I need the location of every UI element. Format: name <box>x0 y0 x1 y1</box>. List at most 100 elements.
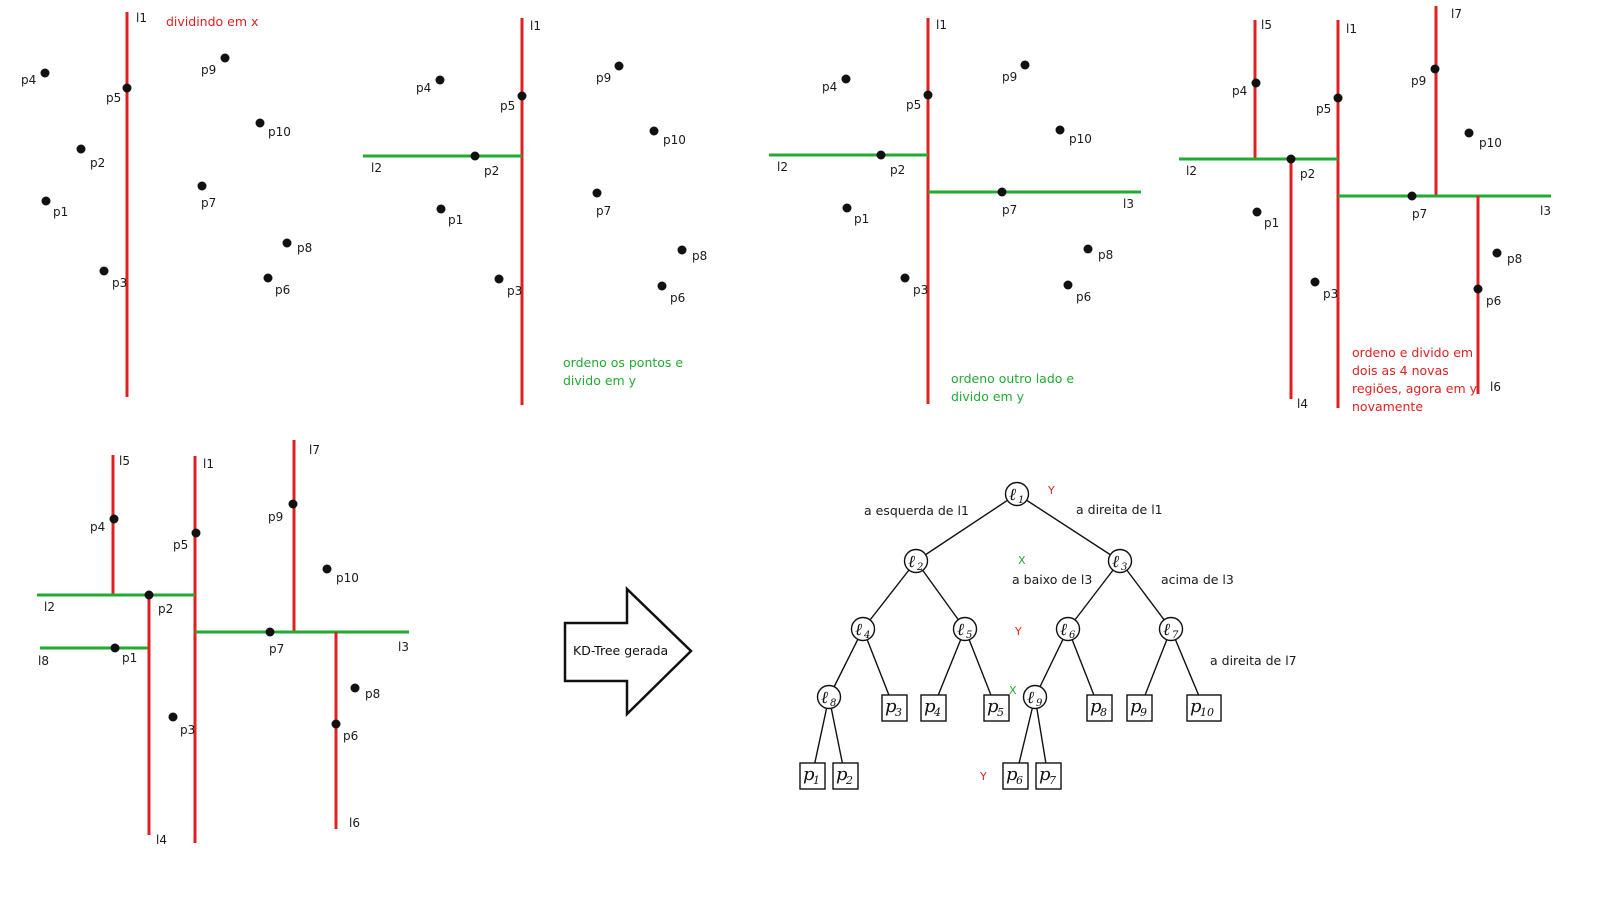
point-marker <box>41 196 51 206</box>
leaf-subscript: 2 <box>845 774 853 787</box>
tree-edge <box>862 560 917 630</box>
point-label: p4 <box>822 80 837 94</box>
point-marker <box>255 118 265 128</box>
point-marker <box>677 245 687 255</box>
node-circle <box>816 684 842 710</box>
panel-note: divido em y <box>563 373 637 388</box>
point-marker <box>517 91 527 101</box>
node-symbol: ℓ <box>1027 688 1034 708</box>
split-line-label: l5 <box>1261 18 1272 32</box>
point-marker <box>168 712 178 722</box>
point-marker <box>1492 248 1502 258</box>
axis-marker-y: Y <box>1047 484 1055 497</box>
panel-5: l5 l1 l7 l2 l8 l3 l4 l6 p4 p5 p9 p10 p2 … <box>37 440 409 847</box>
leaf-symbol: p <box>803 764 815 785</box>
point-marker <box>263 273 273 283</box>
split-line-label: l2 <box>1186 164 1197 178</box>
axis-marker-y: Y <box>979 770 987 783</box>
split-line-label: l1 <box>936 18 947 32</box>
split-line-label: l1 <box>1346 22 1357 36</box>
node-symbol: ℓ <box>908 552 915 572</box>
point-label: p2 <box>90 156 105 170</box>
leaf-box <box>1186 694 1222 722</box>
point-label: p5 <box>173 538 188 552</box>
leaf-box <box>1035 762 1062 790</box>
tree-leaf-p6: p 6 <box>1002 762 1029 790</box>
split-line-label: l3 <box>398 640 409 654</box>
point-label: p7 <box>269 642 284 656</box>
transition-arrow: KD-Tree gerada <box>563 586 693 717</box>
node-subscript: 6 <box>1069 630 1076 641</box>
point-label: p1 <box>122 651 137 665</box>
point-label: p7 <box>201 196 216 210</box>
leaf-box <box>881 694 908 722</box>
tree-leaf-p9: p 9 <box>1126 694 1153 722</box>
node-subscript: 4 <box>863 630 870 641</box>
leaf-subscript: 6 <box>1016 774 1023 787</box>
tree-leaf-p10: p 10 <box>1186 694 1222 722</box>
point-marker <box>1252 207 1262 217</box>
point-marker <box>288 499 298 509</box>
point-marker <box>1020 60 1030 70</box>
point-marker <box>1055 125 1065 135</box>
split-line-label: l3 <box>1540 204 1551 218</box>
leaf-subscript: 3 <box>895 706 902 719</box>
tree-edge <box>828 628 864 698</box>
node-subscript: 3 <box>1121 562 1127 573</box>
leaf-box <box>920 694 947 722</box>
node-symbol: ℓ <box>957 620 964 640</box>
tree-leaf-p4: p 4 <box>920 694 947 722</box>
point-label: p1 <box>448 213 463 227</box>
point-label: p4 <box>1232 84 1247 98</box>
point-label: p8 <box>1098 248 1113 262</box>
node-circle <box>903 548 929 574</box>
tree-leaf-p7: p 7 <box>1035 762 1062 790</box>
node-subscript: 9 <box>1036 698 1043 709</box>
panel-note: dois as 4 novas <box>1352 363 1449 378</box>
leaf-symbol: p <box>1190 696 1202 717</box>
point-marker <box>1251 78 1261 88</box>
leaf-subscript: 7 <box>1049 774 1056 787</box>
node-circle <box>1158 616 1184 642</box>
point-label: p9 <box>1411 74 1426 88</box>
leaf-box <box>832 762 859 790</box>
point-label: p7 <box>1412 207 1427 221</box>
point-marker <box>220 53 230 63</box>
point-marker <box>331 719 341 729</box>
point-label: p2 <box>484 164 499 178</box>
point-label: p10 <box>663 133 686 147</box>
node-circle <box>1022 684 1048 710</box>
leaf-subscript: 10 <box>1200 706 1214 719</box>
split-line-label: l2 <box>44 600 55 614</box>
point-label: p9 <box>201 63 216 77</box>
tree-node-l7: ℓ 7 <box>1158 616 1184 642</box>
panel-note: regiões, agora em y <box>1352 381 1478 396</box>
point-marker <box>1083 244 1093 254</box>
point-marker <box>657 281 667 291</box>
leaf-box <box>1002 762 1029 790</box>
point-marker <box>923 90 933 100</box>
tree-node-l4: ℓ 4 <box>850 616 876 642</box>
leaf-symbol: p <box>1090 696 1102 717</box>
annotation-right-of-l7: a direita de l7 <box>1210 653 1297 668</box>
split-line-label: l1 <box>136 11 147 25</box>
tree-node-l6: ℓ 6 <box>1055 616 1081 642</box>
tree-leaf-p5: p 5 <box>983 694 1010 722</box>
point-marker <box>997 187 1007 197</box>
point-marker <box>76 144 86 154</box>
tree-node-l1: ℓ 1 <box>1004 481 1030 507</box>
point-label: p2 <box>1300 167 1315 181</box>
node-symbol: ℓ <box>1009 485 1016 505</box>
point-label: p4 <box>21 73 36 87</box>
point-label: p2 <box>890 163 905 177</box>
panel-note: novamente <box>1352 399 1423 414</box>
point-label: p8 <box>1507 252 1522 266</box>
point-marker <box>876 150 886 160</box>
panel-note: ordeno os pontos e <box>563 355 683 370</box>
node-symbol: ℓ <box>855 620 862 640</box>
point-label: p6 <box>275 283 290 297</box>
point-marker <box>109 514 119 524</box>
point-label: p1 <box>1264 216 1279 230</box>
panel-note: dividindo em x <box>166 14 258 29</box>
